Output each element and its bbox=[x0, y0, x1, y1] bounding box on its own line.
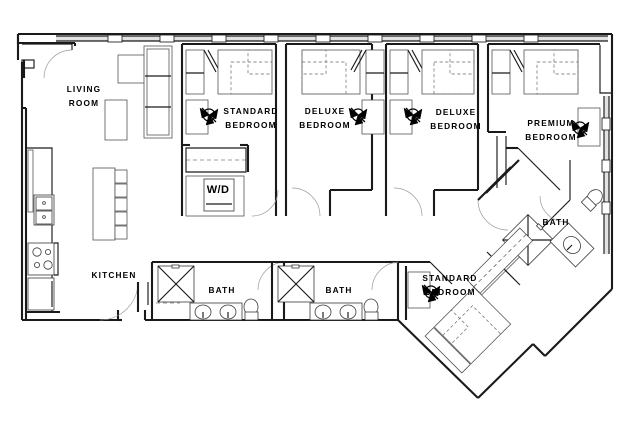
room-label-bedroom-standard-1-line2: BEDROOM bbox=[225, 120, 276, 130]
bedroom-premium-area bbox=[477, 42, 601, 231]
living-room-area bbox=[104, 45, 173, 141]
toilet-icon bbox=[243, 298, 259, 321]
room-label-bedroom-standard-1-line1: STANDARD bbox=[223, 106, 278, 116]
appliance-label-washer-dryer: W/D bbox=[207, 184, 230, 196]
room-label-bedroom-standard-2-line2: BEDROOM bbox=[424, 287, 475, 297]
double-vanity-icon bbox=[189, 302, 243, 321]
room-label-bedroom-deluxe-2-line2: BEDROOM bbox=[430, 121, 481, 131]
kitchen-sink-icon bbox=[33, 194, 55, 226]
room-label-bedroom-premium-line2: BEDROOM bbox=[525, 132, 576, 142]
room-label-bath-1: BATH bbox=[208, 285, 235, 295]
room-label-bath-3: BATH bbox=[542, 217, 569, 227]
room-label-bedroom-deluxe-2-line1: DELUXE bbox=[436, 107, 477, 117]
cooktop-icon bbox=[27, 242, 55, 276]
shower-icon bbox=[157, 264, 195, 303]
toilet-icon bbox=[580, 189, 603, 212]
exterior-window-band-right bbox=[601, 96, 611, 254]
ceiling-fan-icon bbox=[199, 107, 219, 126]
bath-1-area bbox=[150, 260, 287, 321]
kitchen-island bbox=[92, 167, 128, 241]
room-labels: LIVING ROOM KITCHEN STANDARD BEDROOM DEL… bbox=[67, 84, 576, 297]
ceiling-fan-icon bbox=[348, 107, 368, 126]
kitchen-area bbox=[26, 147, 180, 321]
double-vanity-icon bbox=[309, 302, 363, 321]
room-label-kitchen: KITCHEN bbox=[92, 270, 137, 280]
ceiling-fan-icon bbox=[570, 120, 590, 139]
room-label-bath-2: BATH bbox=[325, 285, 352, 295]
bedroom-standard-1-area bbox=[180, 42, 279, 217]
room-label-living-room-line1: LIVING bbox=[67, 84, 102, 94]
bedroom-deluxe-2-area bbox=[384, 42, 480, 217]
room-label-bedroom-standard-2-line1: STANDARD bbox=[422, 273, 477, 283]
single-vanity-icon bbox=[549, 222, 595, 268]
refrigerator-icon bbox=[27, 277, 55, 311]
exterior-window-band-top bbox=[56, 34, 608, 43]
shower-icon bbox=[277, 264, 315, 303]
room-label-living-room-line2: ROOM bbox=[69, 98, 99, 108]
bath-2-area bbox=[270, 260, 401, 321]
bedroom-deluxe-1-area bbox=[284, 42, 385, 217]
toilet-icon bbox=[363, 298, 379, 321]
bath-3-area bbox=[466, 147, 603, 294]
ceiling-fan-icon bbox=[403, 107, 423, 126]
room-label-bedroom-premium-line1: PREMIUM bbox=[527, 118, 574, 128]
ceiling-fan-icon bbox=[421, 284, 441, 303]
entry-door bbox=[21, 43, 73, 79]
room-label-bedroom-deluxe-1-line2: BEDROOM bbox=[299, 120, 350, 130]
room-label-bedroom-deluxe-1-line1: DELUXE bbox=[305, 106, 346, 116]
